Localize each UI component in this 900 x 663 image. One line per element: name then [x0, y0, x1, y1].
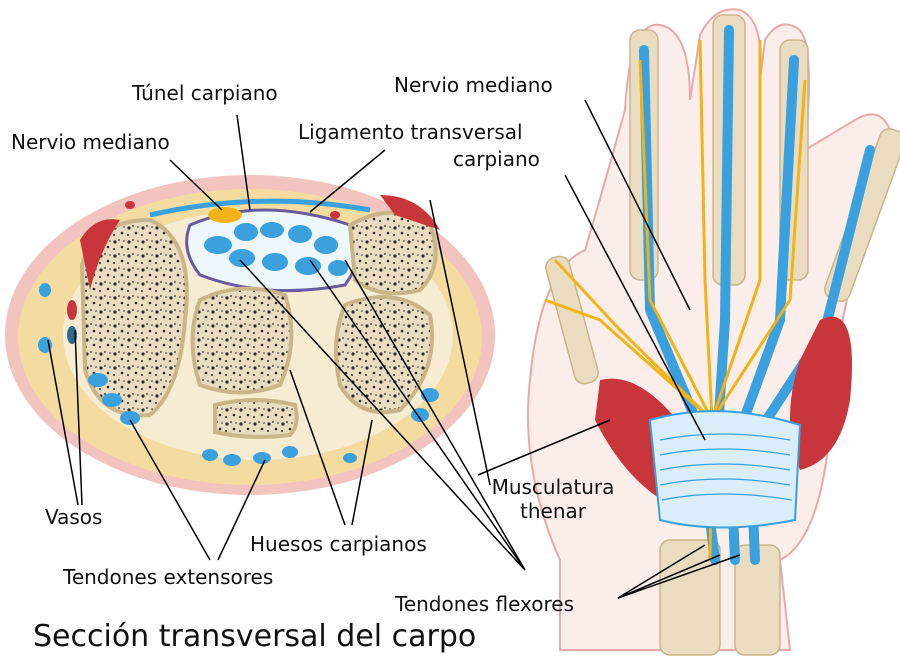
label-ligamento-line2: carpiano	[453, 148, 540, 170]
section-title: Sección transversal del carpo	[33, 621, 476, 653]
label-musculatura-line1: Musculatura	[478, 476, 628, 498]
label-huesos-carpianos: Huesos carpianos	[250, 533, 427, 555]
label-nervio-mediano-right: Nervio mediano	[394, 74, 553, 96]
label-vasos: Vasos	[45, 506, 102, 528]
median-nerve-section	[208, 207, 242, 223]
cross-section	[5, 175, 495, 495]
label-nervio-mediano-left: Nervio mediano	[11, 131, 170, 153]
label-musculatura-line2: thenar	[478, 500, 628, 522]
label-tunel-carpiano: Túnel carpiano	[132, 82, 278, 104]
label-tendones-flexores: Tendones flexores	[395, 593, 574, 615]
transverse-ligament	[650, 411, 800, 527]
label-tendones-extensores: Tendones extensores	[63, 566, 273, 588]
label-ligamento-line1: Ligamento transversal	[298, 121, 523, 143]
